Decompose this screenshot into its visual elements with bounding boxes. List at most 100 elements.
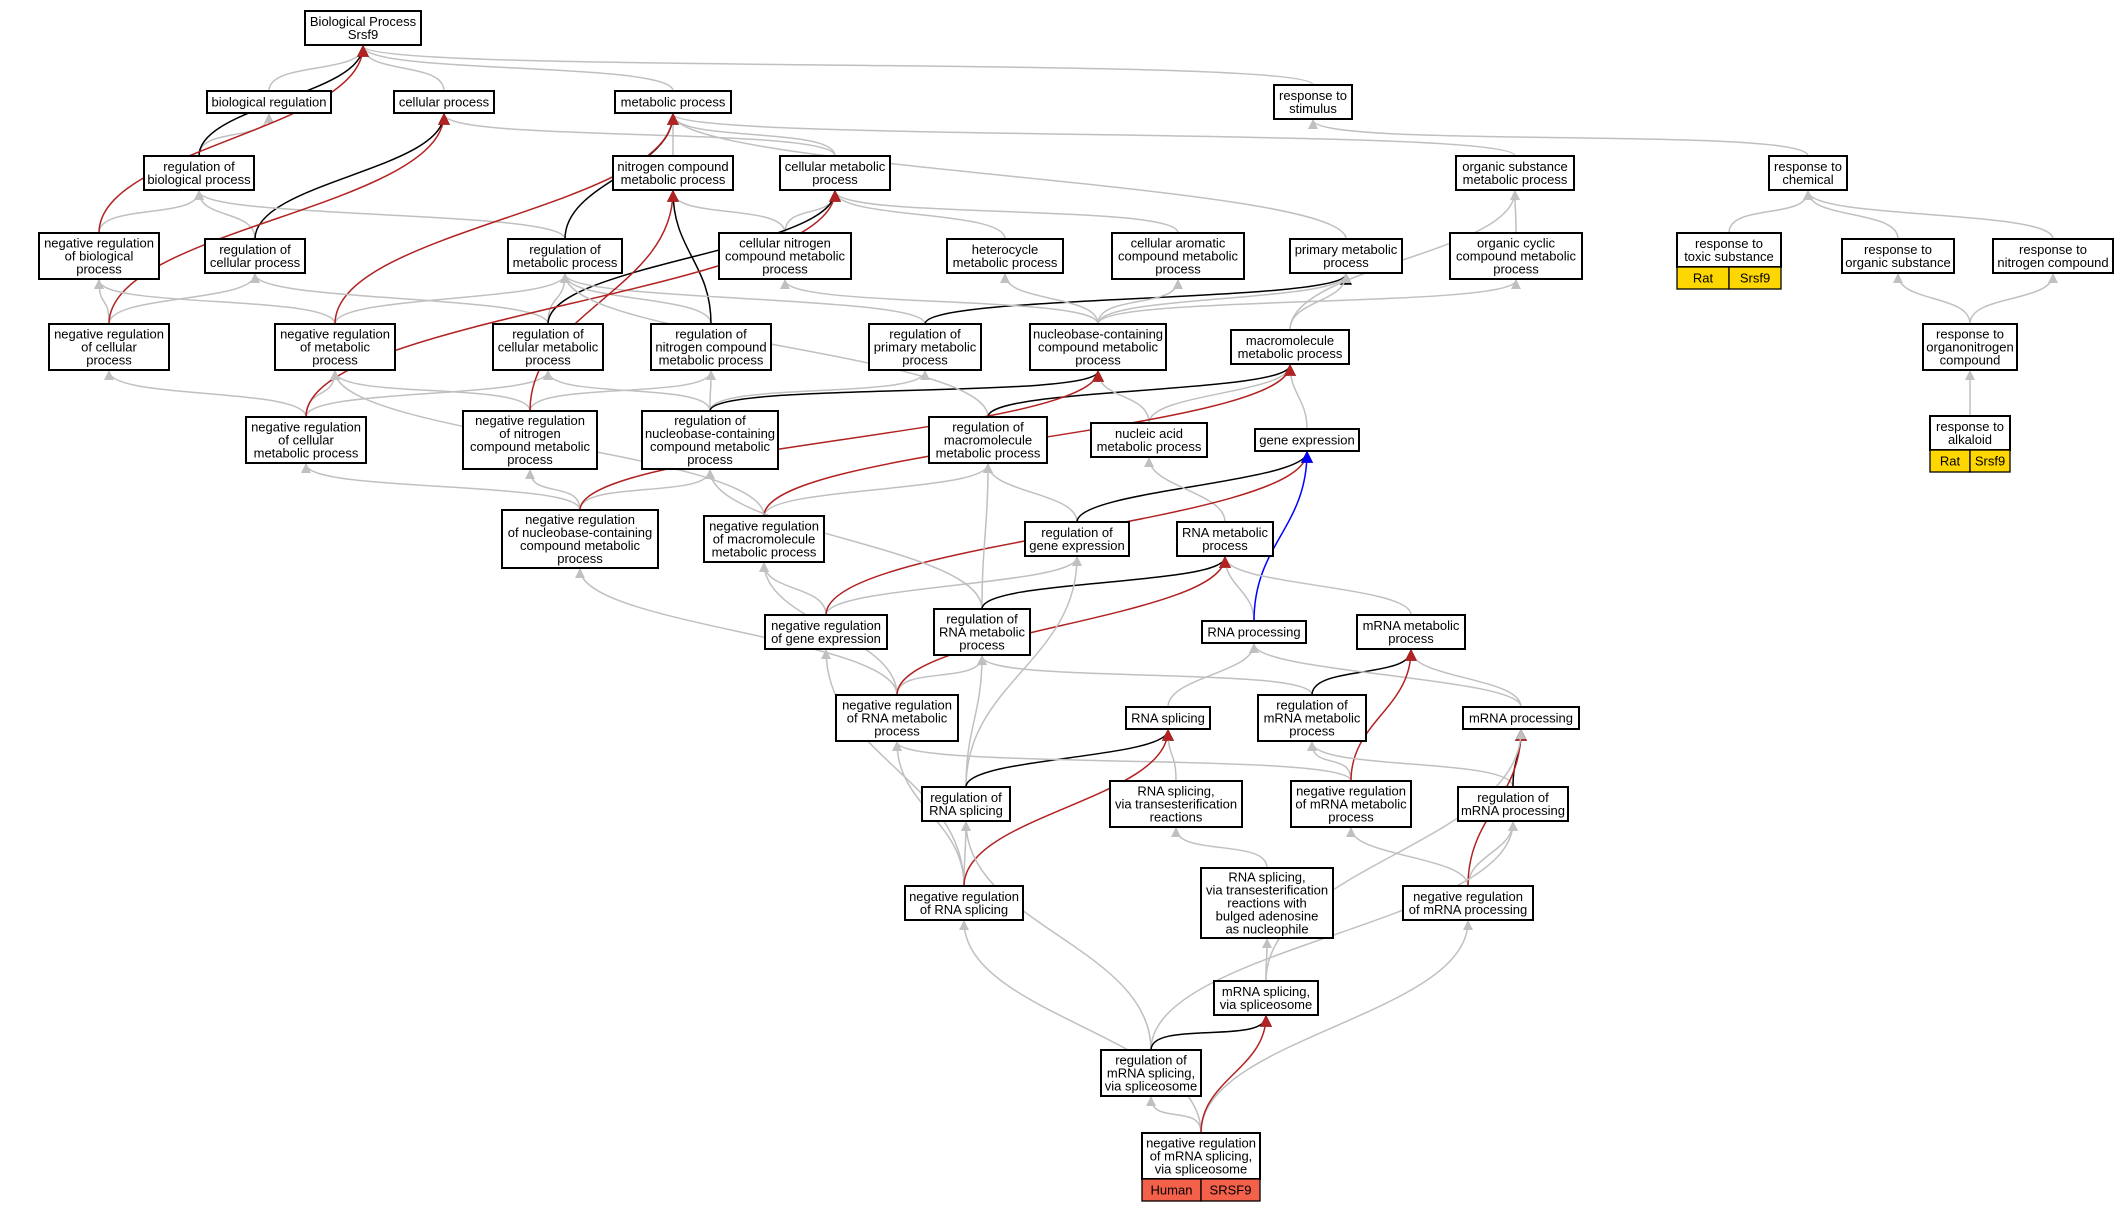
edge-is-a bbox=[830, 190, 1006, 240]
node-box bbox=[1676, 232, 1782, 268]
edge-negatively-regulates bbox=[963, 728, 1174, 887]
edge-regulates bbox=[1150, 1014, 1272, 1051]
edge-is-a bbox=[250, 273, 549, 325]
node-box bbox=[492, 323, 604, 371]
species-badge bbox=[1200, 1178, 1261, 1202]
edge-is-a bbox=[301, 463, 581, 511]
edge-is-a bbox=[668, 113, 1347, 240]
node-box bbox=[1289, 238, 1403, 274]
edges-layer bbox=[94, 44, 2058, 1134]
node-box bbox=[1290, 780, 1412, 828]
node-box bbox=[393, 90, 495, 114]
go-term-node-mrna-splicing-spliceosome[interactable]: mRNA splicing,via spliceosome bbox=[1213, 980, 1319, 1016]
edge-is-a bbox=[668, 190, 786, 234]
go-term-node-metabolic-process[interactable]: metabolic process bbox=[614, 90, 732, 114]
node-box bbox=[921, 786, 1011, 822]
go-term-node-mrna-processing[interactable]: mRNA processing bbox=[1462, 706, 1580, 730]
edge-is-a bbox=[305, 370, 553, 418]
node-box bbox=[507, 238, 623, 274]
edge-regulates bbox=[987, 363, 1296, 418]
go-term-node-gene-expression[interactable]: gene expression bbox=[1254, 428, 1360, 452]
go-term-node-rna-processing[interactable]: RNA processing bbox=[1201, 620, 1307, 644]
go-term-node-rna-splicing[interactable]: RNA splicing bbox=[1125, 706, 1211, 730]
go-term-node-biological-regulation[interactable]: biological regulation bbox=[206, 90, 332, 114]
node-box bbox=[204, 238, 306, 274]
node-label: biological regulation bbox=[212, 95, 327, 110]
node-box bbox=[1273, 84, 1353, 120]
go-term-node-cellular-process[interactable]: cellular process bbox=[393, 90, 495, 114]
node-box bbox=[1254, 428, 1360, 452]
edge-regulates bbox=[709, 369, 1104, 412]
edge-is-a bbox=[965, 655, 987, 788]
node-box bbox=[1125, 706, 1211, 730]
edge-is-a bbox=[977, 655, 1313, 696]
node-box bbox=[1462, 706, 1580, 730]
node-box bbox=[928, 416, 1048, 464]
node-box bbox=[1201, 620, 1307, 644]
edge-negatively-regulates bbox=[305, 189, 841, 418]
